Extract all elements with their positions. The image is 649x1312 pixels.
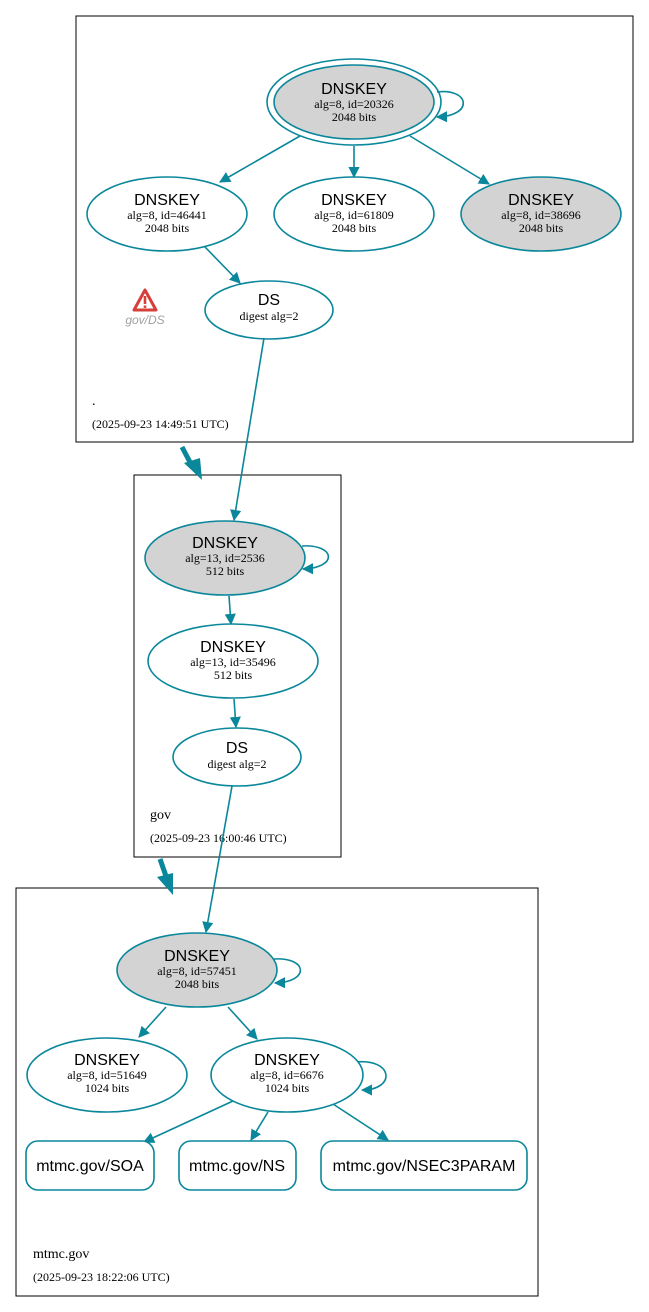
node-alg-id: alg=13, id=35496 <box>190 655 276 669</box>
node-alg-id: alg=8, id=46441 <box>127 208 207 222</box>
node-digest: digest alg=2 <box>207 757 266 771</box>
edge-mtmcksk-zsk1 <box>138 1006 167 1038</box>
delegation-arrow-root-gov <box>179 445 202 480</box>
edge-rootds-govksk <box>230 337 265 522</box>
node-title: DNSKEY <box>508 192 574 209</box>
zone-label-gov: gov <box>150 808 171 823</box>
node-bits: 512 bits <box>206 564 245 578</box>
node-title: DNSKEY <box>74 1052 140 1069</box>
node-title: DNSKEY <box>321 81 387 98</box>
warning-triangle-icon <box>132 288 158 312</box>
node-alg-id: alg=8, id=57451 <box>157 964 237 978</box>
edge-mtmcksk-zsk2 <box>227 1006 258 1040</box>
node-gov-ds[interactable]: DS digest alg=2 <box>172 727 302 787</box>
edge-govds-mtmcksk <box>202 785 233 934</box>
edge-govzsk-govds <box>229 698 241 729</box>
node-root-zsk-46441[interactable]: DNSKEY alg=8, id=46441 2048 bits <box>86 176 248 252</box>
edge-rootksk-ksk2 <box>409 135 490 185</box>
node-title: DNSKEY <box>321 192 387 209</box>
zone-label-mtmc: mtmc.gov <box>33 1247 89 1262</box>
node-bits: 1024 bits <box>85 1081 130 1095</box>
node-mtmc-zsk-6676[interactable]: DNSKEY alg=8, id=6676 1024 bits <box>210 1037 364 1113</box>
node-mtmc-ns[interactable]: mtmc.gov/NS <box>178 1140 297 1191</box>
edge-mtmczsk2-soa <box>142 1100 234 1143</box>
node-alg-id: alg=8, id=51649 <box>67 1068 147 1082</box>
node-mtmc-zsk-51649[interactable]: DNSKEY alg=8, id=51649 1024 bits <box>26 1037 188 1113</box>
node-mtmc-nsec3param[interactable]: mtmc.gov/NSEC3PARAM <box>320 1140 528 1191</box>
self-loop-mtmc-ksk <box>273 958 302 989</box>
zone-label-root: . <box>92 394 96 409</box>
node-title: DNSKEY <box>192 535 258 552</box>
node-alg-id: alg=8, id=61809 <box>314 208 394 222</box>
warning-gov-ds[interactable]: gov/DS <box>125 288 165 327</box>
node-digest: digest alg=2 <box>239 309 298 323</box>
node-title: DNSKEY <box>134 192 200 209</box>
node-alg-id: alg=8, id=38696 <box>501 208 581 222</box>
edge-govksk-govzsk <box>224 595 236 626</box>
node-title: DNSKEY <box>164 948 230 965</box>
edge-rootksk-zsk1 <box>219 135 301 183</box>
node-alg-id: alg=8, id=20326 <box>314 97 394 111</box>
node-title: mtmc.gov/NS <box>189 1158 285 1175</box>
zone-timestamp-gov: (2025-09-23 16:00:46 UTC) <box>150 831 287 845</box>
node-alg-id: alg=8, id=6676 <box>250 1068 324 1082</box>
node-root-ds[interactable]: DS digest alg=2 <box>204 280 334 340</box>
self-loop-root-ksk <box>435 90 465 123</box>
node-title: DS <box>226 740 248 757</box>
warning-label: gov/DS <box>125 313 164 327</box>
node-bits: 512 bits <box>214 668 253 682</box>
self-loop-mtmc-zsk2 <box>354 1060 387 1096</box>
node-bits: 2048 bits <box>519 221 564 235</box>
node-bits: 2048 bits <box>145 221 190 235</box>
zone-timestamp-root: (2025-09-23 14:49:51 UTC) <box>92 417 229 431</box>
edge-mtmczsk2-nsec3param <box>332 1103 389 1141</box>
zone-box-mtmc <box>15 887 539 1297</box>
node-bits: 2048 bits <box>175 977 220 991</box>
node-root-ksk[interactable]: DNSKEY alg=8, id=20326 2048 bits <box>266 58 442 146</box>
self-loop-gov-ksk <box>301 545 330 575</box>
node-root-zsk-61809[interactable]: DNSKEY alg=8, id=61809 2048 bits <box>273 176 435 252</box>
node-title: DNSKEY <box>200 639 266 656</box>
node-mtmc-ksk[interactable]: DNSKEY alg=8, id=57451 2048 bits <box>116 932 278 1008</box>
node-gov-ksk[interactable]: DNSKEY alg=13, id=2536 512 bits <box>144 520 306 596</box>
node-title: mtmc.gov/NSEC3PARAM <box>333 1158 516 1175</box>
node-title: DS <box>258 292 280 309</box>
node-gov-zsk[interactable]: DNSKEY alg=13, id=35496 512 bits <box>147 623 319 699</box>
node-bits: 2048 bits <box>332 221 377 235</box>
node-bits: 1024 bits <box>265 1081 310 1095</box>
node-alg-id: alg=13, id=2536 <box>185 551 265 565</box>
node-title: mtmc.gov/SOA <box>36 1158 144 1175</box>
zone-timestamp-mtmc: (2025-09-23 18:22:06 UTC) <box>33 1270 170 1284</box>
edge-mtmczsk2-ns <box>250 1111 269 1141</box>
zone-box-root <box>75 15 634 443</box>
zone-box-gov <box>133 474 342 858</box>
edge-zsk1-rootds <box>204 246 241 284</box>
delegation-arrow-gov-mtmc <box>157 858 173 895</box>
node-bits: 2048 bits <box>332 110 377 124</box>
node-mtmc-soa[interactable]: mtmc.gov/SOA <box>25 1140 155 1191</box>
node-title: DNSKEY <box>254 1052 320 1069</box>
node-root-ksk-38696[interactable]: DNSKEY alg=8, id=38696 2048 bits <box>460 176 622 252</box>
